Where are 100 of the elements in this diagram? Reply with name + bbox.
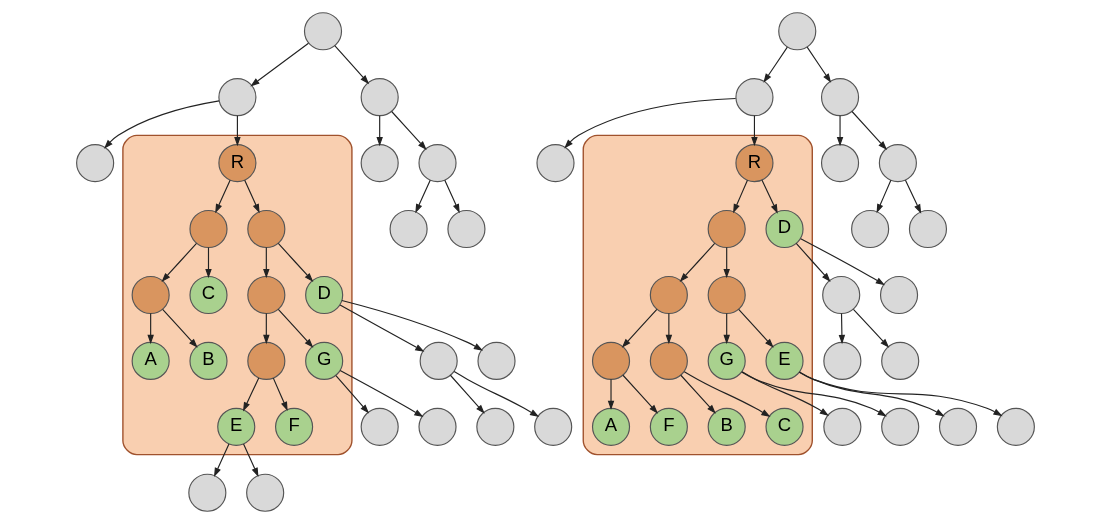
- arrow: [799, 238, 885, 286]
- arrow: [679, 374, 716, 414]
- arrow: [563, 97, 736, 149]
- node-circle: [908, 209, 947, 249]
- arrow: [243, 179, 260, 214]
- node-circle: [822, 341, 861, 380]
- arrow: [762, 46, 788, 83]
- node-circle: [821, 275, 860, 315]
- arrow: [798, 371, 1003, 417]
- node-circle: A: [131, 341, 170, 380]
- arrow: [340, 299, 483, 351]
- node-circle: C: [188, 275, 228, 315]
- node-circle: [777, 12, 816, 51]
- node-circle: [938, 407, 977, 446]
- arrow: [453, 371, 539, 417]
- node-circle: [187, 473, 226, 512]
- node-circle: [820, 144, 859, 183]
- arrow: [161, 308, 198, 348]
- node-circle: F: [649, 407, 688, 446]
- node-circle: G: [707, 341, 746, 380]
- node-circle: [996, 407, 1035, 446]
- node-circle: D: [764, 209, 804, 249]
- node-circle: [880, 341, 919, 380]
- arrow: [443, 179, 460, 214]
- arrow: [333, 45, 369, 85]
- arrow: [449, 374, 485, 414]
- node-circle: [217, 78, 256, 117]
- node-circle: [419, 341, 458, 380]
- node-circle: [360, 78, 399, 117]
- node-circle: R: [217, 144, 256, 183]
- node-circle: [734, 78, 774, 117]
- arrow: [103, 100, 220, 149]
- arrow: [414, 179, 431, 214]
- arrow: [876, 179, 891, 214]
- node-circle: [850, 209, 889, 249]
- arrow: [339, 370, 423, 418]
- node-circle: [246, 275, 285, 315]
- arrow: [277, 308, 313, 348]
- arrow: [277, 242, 313, 282]
- node-circle: [822, 407, 861, 446]
- node-circle: [591, 341, 630, 380]
- node-circle: [303, 12, 342, 51]
- arrow: [740, 371, 887, 417]
- arrow: [390, 110, 427, 151]
- arrow: [214, 179, 231, 214]
- arrow: [213, 443, 230, 477]
- node-circle: [131, 275, 170, 315]
- arrow: [607, 378, 614, 411]
- arrow: [737, 308, 774, 348]
- arrow: [852, 308, 889, 348]
- node-circle: [535, 144, 575, 183]
- node-circle: [245, 473, 284, 512]
- arrow: [683, 371, 771, 417]
- arrow: [741, 371, 829, 416]
- arrow: [732, 179, 748, 214]
- node-circle: C: [764, 407, 804, 446]
- node-circle: [246, 341, 285, 380]
- arrow: [760, 179, 778, 214]
- node-circle: [820, 78, 859, 117]
- node-circle: F: [274, 407, 313, 446]
- node-circle: [417, 144, 457, 183]
- node-circle: R: [734, 144, 774, 183]
- arrow: [242, 443, 258, 477]
- arrow: [722, 247, 730, 279]
- node-circle: D: [304, 275, 343, 315]
- arrow: [836, 115, 843, 147]
- node-circle: [360, 144, 399, 183]
- arrow: [806, 46, 831, 83]
- arrow: [679, 242, 715, 282]
- node-circle: [360, 407, 399, 446]
- arrow: [262, 312, 270, 345]
- arrow: [233, 115, 241, 147]
- node-circle: G: [304, 341, 343, 380]
- node-circle: A: [591, 407, 630, 446]
- arrow: [904, 179, 921, 214]
- node-circle: [878, 144, 917, 183]
- node-circle: E: [216, 407, 255, 446]
- arrow: [242, 377, 259, 412]
- arrow: [750, 115, 758, 147]
- arrow: [272, 377, 288, 411]
- node-circle: [707, 209, 746, 249]
- node-circle: [417, 407, 457, 446]
- node-circle: [879, 275, 918, 315]
- node-circle: [446, 209, 485, 249]
- node-circle: [75, 144, 114, 183]
- node-circle: [533, 407, 572, 446]
- node-circle: [476, 341, 516, 380]
- node-circle: [246, 209, 285, 249]
- arrow: [850, 110, 887, 151]
- arrow: [375, 115, 383, 147]
- node-circle: [389, 209, 428, 249]
- node-circle: [475, 407, 514, 446]
- arrow: [249, 42, 309, 87]
- arrow: [334, 374, 369, 414]
- arrow: [621, 374, 658, 414]
- arrow: [204, 247, 212, 279]
- arrow: [146, 312, 154, 345]
- arrow: [262, 247, 270, 279]
- arrow: [722, 312, 730, 345]
- node-circle: [880, 407, 919, 446]
